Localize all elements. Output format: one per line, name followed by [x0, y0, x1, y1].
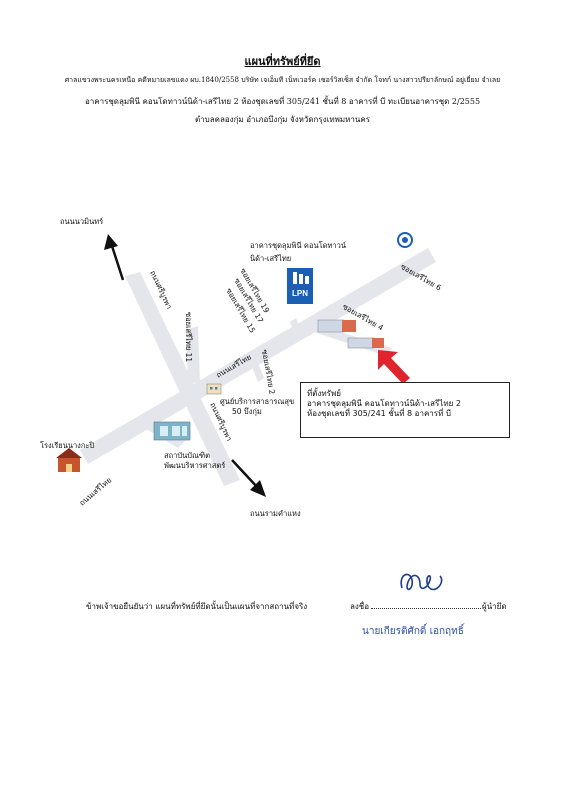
page-title: แผนที่ทรัพย์ที่ยึด [244, 55, 321, 68]
round-logo-icon [397, 232, 413, 248]
label-condo-2: นิด้า-เสรีไทย [250, 254, 291, 263]
road-soi-19 [290, 318, 304, 342]
location-info-box: ที่ตั้งทรัพย์ อาคารชุดลุมพินี คอนโดทาวน์… [300, 382, 510, 438]
label-soi-11: ซอยเสรีไทย 11 [184, 312, 193, 362]
roads [80, 248, 436, 486]
lpn-logo-text: LPN [292, 289, 308, 298]
location-line-2: ห้องชุดเลขที่ 305/241 ชั้นที่ 8 อาคารที่… [307, 409, 451, 418]
label-ramkhamhaeng: ถนนรามคำแหง [250, 509, 301, 518]
location-arrow-icon [378, 350, 410, 384]
sign-prefix: ลงชื่อ [350, 602, 370, 611]
label-school: โรงเรียนนางกะปิ [40, 441, 94, 450]
road-soi-2 [250, 358, 264, 382]
label-nida-1: สถาบันบัณฑิต [164, 451, 210, 460]
label-health-1: ศูนย์บริการสาธารณสุข [220, 397, 294, 406]
certify-statement: ข้าพเจ้าขอยืนยันว่า แผนที่ทรัพย์ที่ยึดนั… [86, 602, 308, 611]
sign-suffix: ผู้นำยึด [482, 602, 507, 611]
nida-campus-icon [153, 421, 191, 441]
condo-building-icon [317, 319, 384, 349]
location-line-1: อาคารชุดลุมพินี คอนโดทาวน์นิด้า-เสรีไทย … [307, 399, 461, 408]
district-line: ตำบลคลองกุ่ม อำเภอบึงกุ่ม จังหวัดกรุงเทพ… [194, 115, 371, 124]
road-serithai [80, 248, 436, 464]
label-health-2: 50 บึงกุ่ม [232, 407, 262, 416]
signature-line [371, 598, 481, 609]
road-sriburapha [125, 272, 240, 486]
label-nida-2: พัฒนบริหารศาสตร์ [164, 461, 225, 470]
signer-name: นายเกียรติศักดิ์ เอกฤทธิ์ [362, 626, 464, 637]
arrow-nawamin [104, 234, 125, 281]
location-heading: ที่ตั้งทรัพย์ [307, 389, 341, 398]
case-line: ศาลแขวงพระนครเหนือ คดีหมายเลขแดง ผบ.1840… [64, 76, 501, 84]
road-soi-11 [186, 326, 200, 384]
school-icon [56, 448, 82, 472]
lpn-logo-icon: LPN [287, 268, 313, 304]
label-nawamin: ถนนนวมินทร์ [60, 217, 103, 226]
label-condo-1: อาคารชุดลุมพินี คอนโดทาวน์ [250, 241, 346, 250]
property-line: อาคารชุดลุมพินี คอนโดทาวน์นิด้า-เสรีไทย … [84, 97, 481, 106]
arrow-ramkhamhaeng [231, 459, 266, 497]
health-center-icon [206, 383, 222, 395]
